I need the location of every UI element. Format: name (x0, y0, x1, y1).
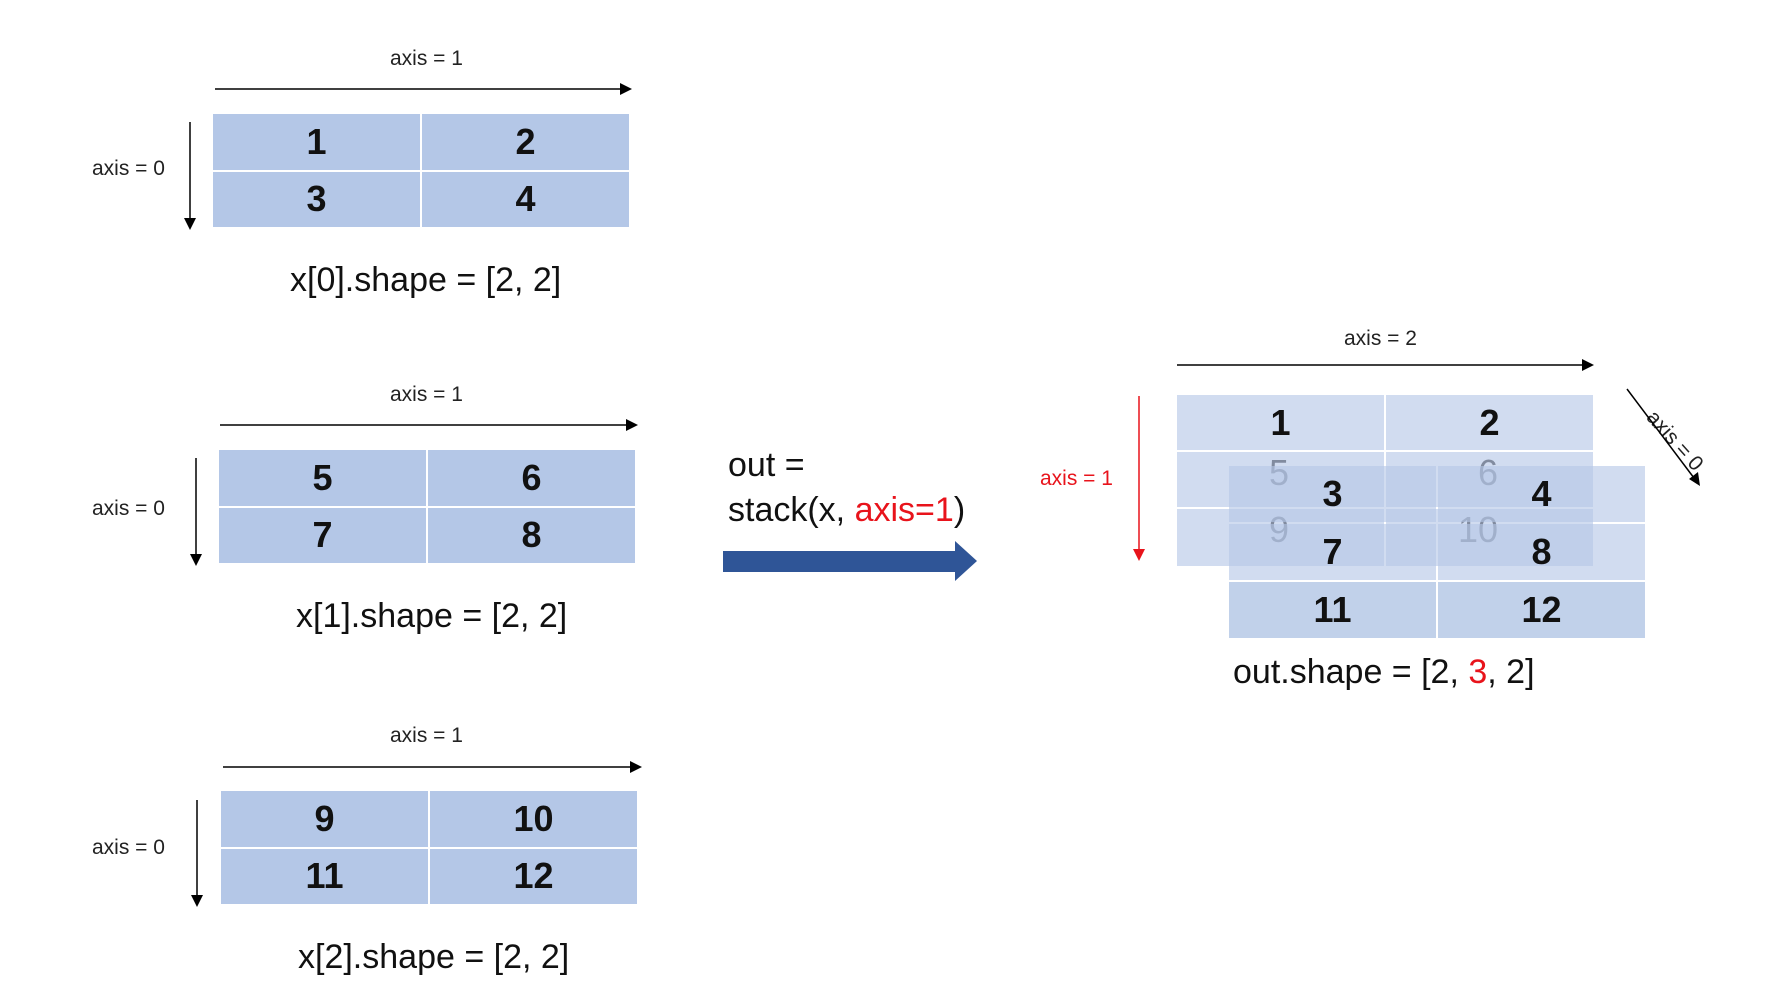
matrix-cell: 4 (422, 171, 629, 227)
matrix-cell: 3 (213, 171, 420, 227)
shape-label: x[2].shape = [2, 2] (298, 938, 570, 976)
output-shape-prefix: out.shape = [2, (1233, 653, 1469, 691)
matrix-cell: 9 (221, 791, 428, 847)
matrix-x2: 9 10 11 12 (221, 791, 637, 904)
output-shape-suffix: , 2] (1487, 653, 1535, 691)
operation-line2: stack(x, axis=1) (728, 488, 965, 533)
output-cell: 1 (1177, 395, 1384, 450)
matrix-cell: 6 (428, 450, 635, 506)
matrix-cell: 11 (221, 848, 428, 904)
matrix-cell: 8 (428, 507, 635, 563)
matrix-cell: 10 (430, 791, 637, 847)
matrix-cell: 7 (219, 507, 426, 563)
operation-line1: out = (728, 446, 805, 484)
axis0-label: axis = 0 (92, 157, 165, 180)
matrix-cell: 5 (219, 450, 426, 506)
axis1-label-output: axis = 1 (1040, 467, 1113, 490)
output-cell: 2 (1386, 395, 1593, 450)
matrix-cell: 2 (422, 114, 629, 170)
shape-label: x[1].shape = [2, 2] (296, 597, 568, 635)
output-front-slice: 3 4 7 8 11 12 (1229, 466, 1645, 638)
output-cell: 4 (1438, 466, 1645, 522)
matrix-x0: 1 2 3 4 (213, 114, 629, 227)
output-cell: 7 (1229, 524, 1436, 580)
output-cell: 12 (1438, 582, 1645, 638)
axis2-label: axis = 2 (1344, 327, 1417, 350)
output-shape-label: out.shape = [2, 3, 2] (1233, 653, 1535, 692)
output-cell: 8 (1438, 524, 1645, 580)
axis0-label: axis = 0 (92, 497, 165, 520)
output-cell: 3 (1229, 466, 1436, 522)
matrix-x1: 5 6 7 8 (219, 450, 635, 563)
matrix-cell: 1 (213, 114, 420, 170)
operation-axis-arg: axis=1 (854, 491, 954, 529)
matrix-cell: 12 (430, 848, 637, 904)
axis1-label: axis = 1 (390, 383, 463, 406)
operation-prefix: stack(x, (728, 491, 855, 529)
output-cell: 11 (1229, 582, 1436, 638)
shape-label: x[0].shape = [2, 2] (290, 261, 562, 299)
axis0-label: axis = 0 (92, 836, 165, 859)
operation-suffix: ) (953, 491, 966, 529)
axis1-label: axis = 1 (390, 724, 463, 747)
axis1-label: axis = 1 (390, 47, 463, 70)
output-shape-highlight: 3 (1468, 653, 1488, 691)
